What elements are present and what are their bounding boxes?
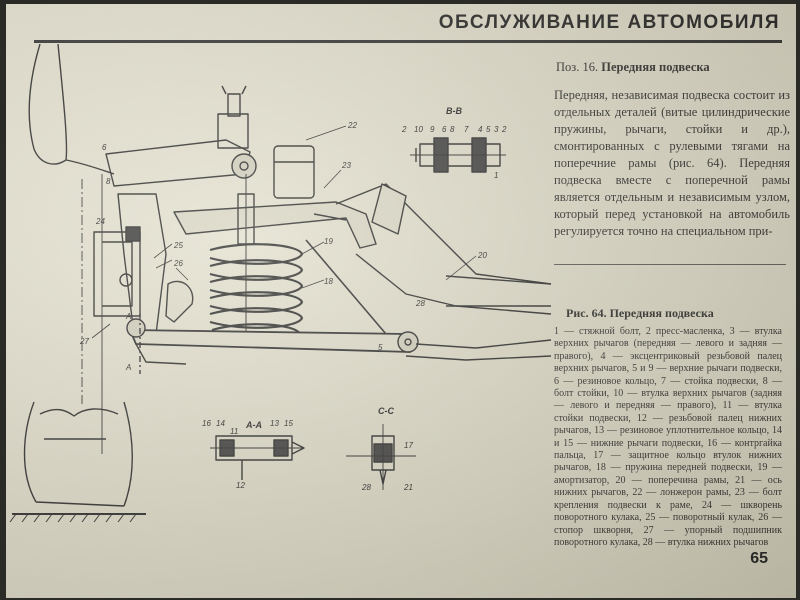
aa-callout-16: 16 <box>202 419 211 428</box>
pos-label: Поз. 16. <box>556 60 599 74</box>
callout-28: 28 <box>415 299 425 308</box>
callout-a1: А <box>125 363 131 372</box>
cc-callout-21: 21 <box>403 483 413 492</box>
book-page: ОБСЛУЖИВАНИЕ АВТОМОБИЛЯ <box>6 4 796 598</box>
bb-callout-9: 9 <box>430 125 435 134</box>
bb-callout-3: 3 <box>494 125 499 134</box>
section-aa-label: А-А <box>245 420 262 430</box>
aa-callout-13: 13 <box>270 419 279 428</box>
cc-callout-28: 28 <box>361 483 371 492</box>
callout-19: 19 <box>324 237 333 246</box>
bb-callout-1: 1 <box>494 171 498 180</box>
bb-callout-7: 7 <box>464 125 469 134</box>
bb-callout-4: 4 <box>478 125 483 134</box>
callout-5: 5 <box>378 343 383 352</box>
suspension-drawing: 6 8 24 25 26 27 22 23 19 18 20 5 28 А А … <box>9 44 551 523</box>
pos-title: Передняя подвеска <box>601 60 710 74</box>
callout-22: 22 <box>347 121 357 130</box>
column-rule <box>554 264 786 265</box>
cc-callout-17: 17 <box>404 441 413 450</box>
callout-a2: А <box>125 312 131 321</box>
callout-25: 25 <box>173 241 183 250</box>
page-number: 65 <box>750 550 768 567</box>
aa-callout-11: 11 <box>230 427 238 436</box>
section-cc-label: С-С <box>378 406 394 416</box>
aa-callout-15: 15 <box>284 419 293 428</box>
bb-callout-8: 8 <box>450 125 455 134</box>
bb-callout-5: 5 <box>486 125 491 134</box>
bb-callout-2: 2 <box>401 125 407 134</box>
callout-20: 20 <box>477 251 487 260</box>
header-rule <box>34 40 782 43</box>
section-bb-label: В-В <box>446 106 462 116</box>
section-body: Передняя, независимая подвеска состоит и… <box>554 88 790 238</box>
callout-8: 8 <box>106 177 111 186</box>
callout-18: 18 <box>324 277 333 286</box>
callout-24: 24 <box>95 217 105 226</box>
callout-6: 6 <box>102 143 107 152</box>
running-head: ОБСЛУЖИВАНИЕ АВТОМОБИЛЯ <box>438 12 780 33</box>
aa-callout-12: 12 <box>236 481 245 490</box>
callout-27: 27 <box>79 337 89 346</box>
figure-legend: 1 — стяжной болт, 2 пресс-масленка, 3 — … <box>554 326 782 548</box>
bb-callout-10: 10 <box>414 125 423 134</box>
text-column: Поз. 16. Передняя подвеска Передняя, нез… <box>554 60 790 240</box>
section-heading: Поз. 16. Передняя подвеска <box>556 60 790 75</box>
callout-23: 23 <box>341 161 351 170</box>
figure-caption: Рис. 64. Передняя подвеска <box>566 306 714 320</box>
callout-26: 26 <box>173 259 183 268</box>
aa-callout-14: 14 <box>216 419 225 428</box>
bb-callout-2b: 2 <box>501 125 507 134</box>
bb-callout-6: 6 <box>442 125 447 134</box>
